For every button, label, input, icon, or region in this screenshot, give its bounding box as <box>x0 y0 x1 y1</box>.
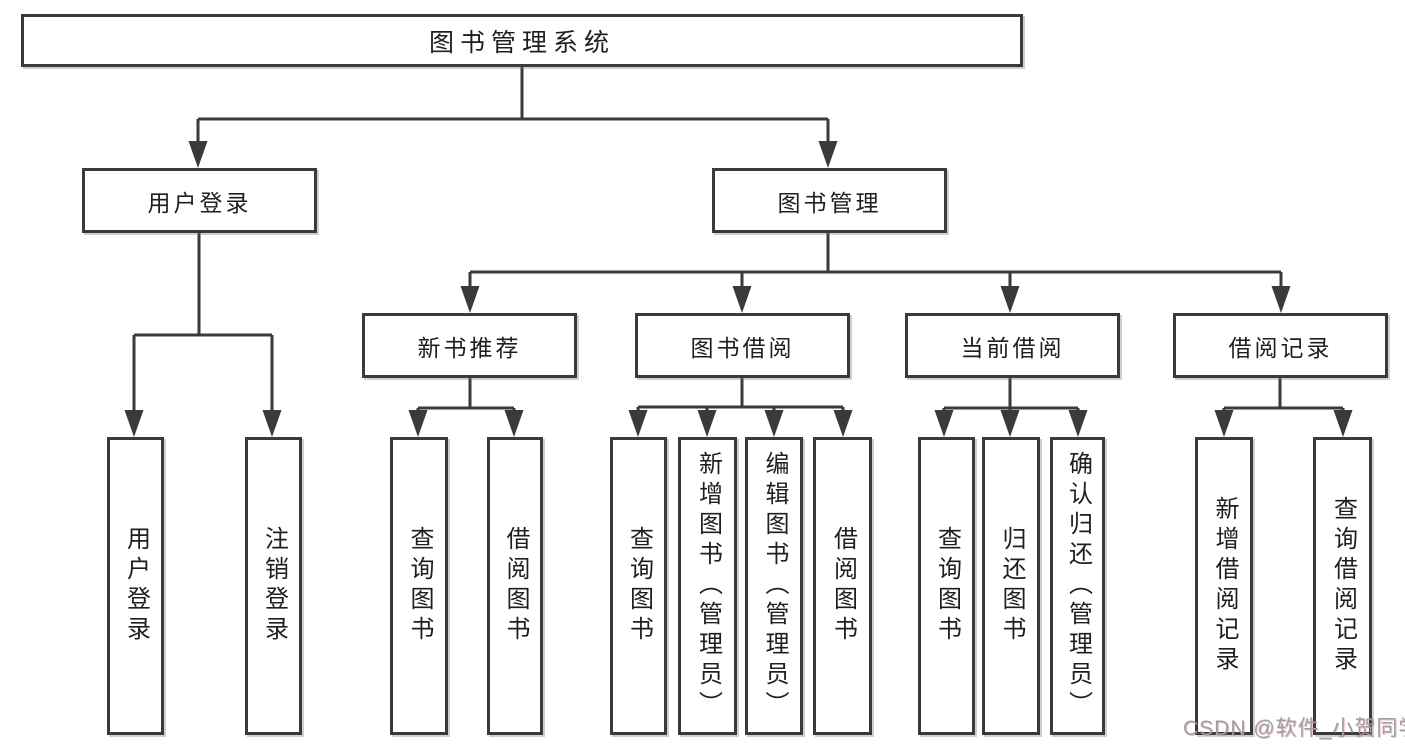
node-borrow-records: 借阅记录 <box>1173 313 1388 378</box>
node-book-borrow: 图书借阅 <box>635 313 850 378</box>
node-user-login-label: 用户登录 <box>147 189 252 216</box>
leaf-br-add-record: 新增借阅记录 <box>1195 437 1253 735</box>
leaf-cb-return-books: 归还图书 <box>982 437 1040 735</box>
leaf-nbr-query-books-label: 查询图书 <box>406 526 433 646</box>
node-current-borrow: 当前借阅 <box>905 313 1120 378</box>
leaf-cb-query-books: 查询图书 <box>918 437 975 735</box>
leaf-logout-login: 注销登录 <box>245 437 302 735</box>
node-book-borrow-label: 图书借阅 <box>690 334 795 361</box>
leaf-bb-borrow-books: 借阅图书 <box>813 437 872 735</box>
node-book-management-label: 图书管理 <box>777 189 882 216</box>
leaf-bb-add-books-admin-label: 新增图书（管理员） <box>694 451 722 721</box>
leaf-nbr-query-books: 查询图书 <box>390 437 448 735</box>
leaf-cb-confirm-return-admin: 确认归还（管理员） <box>1050 437 1105 735</box>
leaf-bb-borrow-books-label: 借阅图书 <box>829 526 857 646</box>
leaf-br-query-record: 查询借阅记录 <box>1313 437 1372 735</box>
node-book-management-branch: 图书管理 <box>712 168 947 233</box>
leaf-cb-confirm-return-admin-label: 确认归还（管理员） <box>1064 451 1092 721</box>
node-borrow-records-label: 借阅记录 <box>1228 334 1333 361</box>
leaf-bb-query-books: 查询图书 <box>610 437 667 735</box>
node-root: 图书管理系统 <box>21 14 1023 67</box>
leaf-cb-query-books-label: 查询图书 <box>933 526 961 646</box>
node-current-borrow-label: 当前借阅 <box>960 334 1065 361</box>
node-new-book-recommend: 新书推荐 <box>362 313 577 378</box>
leaf-bb-add-books-admin: 新增图书（管理员） <box>678 437 737 735</box>
leaf-user-login: 用户登录 <box>107 437 164 735</box>
leaf-cb-return-books-label: 归还图书 <box>998 526 1025 646</box>
leaf-br-query-record-label: 查询借阅记录 <box>1329 496 1357 676</box>
leaf-user-login-label: 用户登录 <box>122 526 150 646</box>
leaf-bb-edit-books-admin: 编辑图书（管理员） <box>745 437 803 735</box>
leaf-nbr-borrow-books: 借阅图书 <box>487 437 543 735</box>
node-user-login-branch: 用户登录 <box>82 168 317 233</box>
leaf-br-add-record-label: 新增借阅记录 <box>1211 496 1238 676</box>
arrowheads <box>124 141 1353 437</box>
leaf-nbr-borrow-books-label: 借阅图书 <box>502 526 529 646</box>
leaf-bb-query-books-label: 查询图书 <box>625 526 653 646</box>
leaf-logout-login-label: 注销登录 <box>260 526 288 646</box>
leaf-bb-edit-books-admin-label: 编辑图书（管理员） <box>761 451 788 721</box>
node-root-label: 图书管理系统 <box>428 28 615 57</box>
node-new-book-recommend-label: 新书推荐 <box>417 334 522 361</box>
csdn-watermark: CSDN @软件_小贺同学 <box>1183 717 1405 740</box>
